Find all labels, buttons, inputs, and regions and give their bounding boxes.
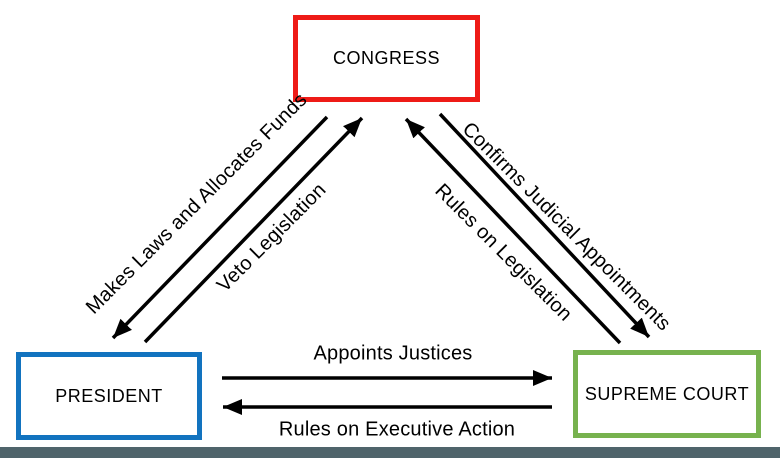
congress-label: CONGRESS <box>332 48 441 68</box>
edge-label-rules-on-executive-action: Rules on Executive Action <box>278 418 516 441</box>
bottom-bar <box>0 447 780 458</box>
president-box: PRESIDENT <box>16 352 202 440</box>
president-label: PRESIDENT <box>55 385 163 406</box>
supreme-court-label: SUPREME COURT <box>584 383 750 404</box>
congress-box: CONGRESS <box>293 15 480 102</box>
arrow-veto-legislation <box>143 116 364 344</box>
edge-label-appoints-justices: Appoints Justices <box>313 342 473 365</box>
supreme-court-box: SUPREME COURT <box>573 350 761 438</box>
arrow-makes-laws <box>111 115 329 340</box>
arrow-rules-on-legislation <box>404 117 622 345</box>
arrow-confirms-judicial-appointments <box>438 112 651 339</box>
